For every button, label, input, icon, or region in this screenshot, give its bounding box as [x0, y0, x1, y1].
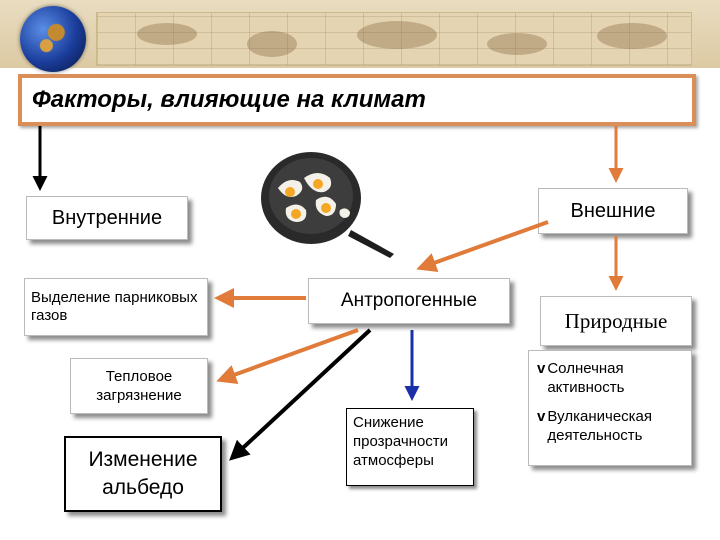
natural-factor-solar: Солнечная активность	[547, 360, 625, 396]
arrow-external-to-anthropogenic	[416, 220, 549, 272]
globe-icon	[20, 6, 86, 72]
bullet-icon: v	[537, 408, 546, 425]
natural-box: Природные	[540, 296, 692, 346]
arrow-anthropogenic-to-thermal	[216, 328, 359, 384]
list-item: v Вулканическая деятельность	[537, 407, 652, 445]
frying-pan-earth-icon	[261, 152, 394, 258]
page-title: Факторы, влияющие на климат	[18, 74, 696, 126]
albedo-change-box: Изменение альбедо	[64, 436, 222, 512]
natural-factors-list: v Солнечная активность v Вулканическая д…	[528, 350, 692, 466]
transparency-reduction-box: Снижение прозрачности атмосферы	[346, 408, 474, 486]
external-factors-box: Внешние	[538, 188, 688, 234]
natural-factor-volcanic: Вулканическая деятельность	[547, 408, 653, 444]
anthropogenic-box: Антропогенные	[308, 278, 510, 324]
thermal-pollution-box: Тепловое загрязнение	[70, 358, 208, 414]
header-banner	[0, 0, 720, 72]
bullet-icon: v	[537, 360, 546, 377]
greenhouse-gases-box: Выделение парниковых газов	[24, 278, 208, 336]
world-map-strip	[96, 12, 692, 66]
list-item: v Солнечная активность	[537, 359, 624, 397]
internal-factors-box: Внутренние	[26, 196, 188, 240]
